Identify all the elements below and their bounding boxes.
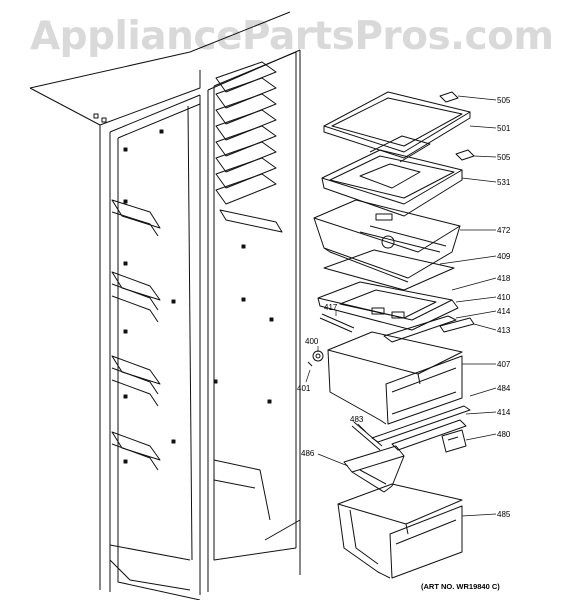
- callout-486: 486: [301, 449, 315, 458]
- callout-501: 501: [497, 124, 511, 133]
- callout-labels: 505 501 505 531 472 409 418 410 414 413 …: [297, 96, 511, 519]
- callout-531: 531: [497, 178, 511, 187]
- callout-410: 410: [497, 293, 511, 302]
- callout-414-lower: 414: [497, 408, 511, 417]
- fridge-cabinet: [29, 11, 301, 600]
- callout-409: 409: [497, 252, 511, 261]
- callout-485: 485: [497, 510, 511, 519]
- callout-417: 417: [324, 303, 338, 312]
- leader-lines: [305, 95, 497, 517]
- callout-480: 480: [497, 430, 511, 439]
- callout-505-second: 505: [497, 153, 511, 162]
- exploded-parts: [307, 91, 475, 579]
- callout-401: 401: [297, 384, 311, 393]
- callout-472: 472: [497, 226, 511, 235]
- callout-418: 418: [497, 274, 511, 283]
- callout-407: 407: [497, 360, 511, 369]
- left-door-bins: [111, 199, 161, 471]
- watermark-logo: AppliancePartsPros.com: [30, 14, 554, 59]
- callout-483: 483: [350, 415, 364, 424]
- callout-505-top: 505: [497, 96, 511, 105]
- callout-414-upper: 414: [497, 307, 511, 316]
- right-door-shelves: [215, 61, 283, 233]
- callout-413: 413: [497, 326, 511, 335]
- callout-400: 400: [305, 337, 319, 346]
- callout-484: 484: [497, 384, 511, 393]
- art-number: (ART NO. WR19840 C): [421, 582, 500, 591]
